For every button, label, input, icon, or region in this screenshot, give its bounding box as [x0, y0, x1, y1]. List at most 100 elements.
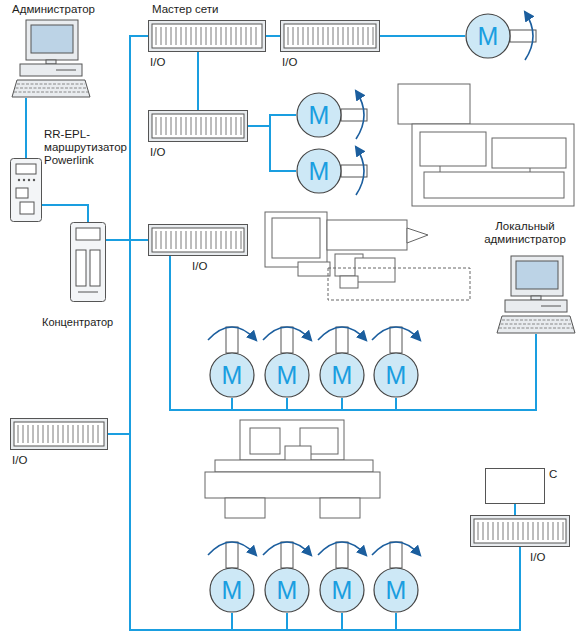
io-shape-part: [488, 522, 489, 540]
motor-letter: M: [209, 352, 255, 398]
pc-shape-part: [20, 64, 82, 76]
io-shape-part: [483, 522, 484, 540]
io-shape-part: [373, 27, 374, 45]
io-shape-part: [186, 231, 187, 249]
hub-node: Концентратор: [70, 222, 106, 302]
motor-shafts-part: [356, 147, 364, 195]
io-shape-part: [293, 27, 294, 45]
pc-node: Локальный администратор: [497, 256, 575, 334]
device-label: RR-EPL- маршрутизатор Powerlink: [44, 128, 134, 167]
device-label: Концентратор: [42, 316, 113, 329]
io-shape-part: [548, 522, 549, 540]
io-shape-part: [38, 425, 39, 443]
io-shape-part: [358, 27, 359, 45]
io-shape-part: [191, 231, 192, 249]
io-shape-part: [498, 522, 499, 540]
motor-node: M: [264, 352, 310, 398]
io-label: I/O: [12, 454, 27, 467]
io-shape-part: [156, 117, 157, 135]
io-shape-part: [236, 27, 237, 45]
io-shape-part: [563, 522, 564, 540]
io-label: I/O: [282, 56, 297, 69]
io-shape-part: [191, 27, 192, 45]
lathe-machine-part: [530, 168, 531, 172]
io-shape: [470, 515, 570, 547]
motor-shafts-part: [263, 327, 311, 340]
io-shape-part: [558, 522, 559, 540]
io-shape-part: [363, 27, 364, 45]
pc-shape-part: [531, 296, 541, 300]
hub-shape-part: [76, 250, 86, 286]
io-shape-part: [298, 27, 299, 45]
io-shape-part: [166, 231, 167, 249]
pc-shape-part: [46, 60, 56, 64]
io-label: I/O: [192, 260, 207, 273]
io-shape-part: [83, 425, 84, 443]
io-shape-part: [508, 522, 509, 540]
network-cable: [248, 126, 296, 171]
io-shape-part: [323, 27, 324, 45]
milling-machine-part: [328, 268, 470, 300]
motor-shafts-part: [372, 542, 420, 555]
io-shape-part: [186, 117, 187, 135]
router-shape-part: [16, 164, 36, 174]
io-node: Мастер сетиI/O: [148, 20, 266, 52]
io-shape-part: [73, 425, 74, 443]
io-shape-part: [88, 425, 89, 443]
network-cable: [42, 205, 88, 222]
io-shape: [148, 224, 248, 256]
lathe-machine-part: [492, 138, 566, 168]
io-shape-part: [48, 425, 49, 443]
io-shape-part: [328, 27, 329, 45]
network-cable: [106, 36, 148, 240]
io-shape-part: [211, 231, 212, 249]
pc-shape-part: [505, 300, 567, 312]
motor-node: M: [209, 567, 255, 613]
router-shape-part: [11, 159, 42, 222]
motor-shafts-part: [263, 542, 311, 555]
milling-machine-part: [407, 228, 428, 243]
device-label: C: [549, 468, 557, 481]
motor-shape-part: [466, 14, 510, 58]
router-shape-part: [18, 179, 20, 181]
io-shape-part: [231, 231, 232, 249]
network-cable: [106, 240, 520, 630]
motor-shafts-part: [390, 542, 402, 568]
io-shape-part: [18, 425, 19, 443]
io-shape-part: [523, 522, 524, 540]
portal-machine-part: [250, 428, 280, 454]
io-shape-part: [241, 231, 242, 249]
milling-machine-part: [327, 220, 407, 250]
motor-letter: M: [264, 567, 310, 613]
io-shape: [148, 20, 266, 52]
io-shape-part: [176, 117, 177, 135]
io-shape-part: [353, 27, 354, 45]
device-label: Администратор: [12, 3, 95, 16]
motor-shafts-part: [525, 12, 533, 60]
pc-shape-part: [541, 306, 561, 307]
router-shape-part: [33, 179, 35, 181]
cbox-shape-part: [486, 469, 545, 504]
cbox-node: C: [485, 468, 545, 504]
motor-node: M: [296, 148, 342, 194]
motor-shape-part: [210, 353, 254, 397]
io-shape-part: [226, 27, 227, 45]
io-shape-part: [553, 522, 554, 540]
io-shape-part: [518, 522, 519, 540]
io-shape-part: [206, 231, 207, 249]
io-shape-part: [538, 522, 539, 540]
network-cable: [514, 504, 516, 515]
motor-letter: M: [296, 92, 342, 138]
io-shape-part: [231, 27, 232, 45]
io-shape-part: [149, 111, 248, 142]
io-shape-part: [161, 117, 162, 135]
motor-node: M: [373, 352, 419, 398]
io-shape-part: [14, 422, 104, 446]
motor-shafts-part: [372, 327, 420, 340]
motor-shafts-part: [281, 327, 293, 353]
motor-letter: M: [373, 567, 419, 613]
motor-shape-part: [320, 568, 364, 612]
motor-node: M: [209, 352, 255, 398]
